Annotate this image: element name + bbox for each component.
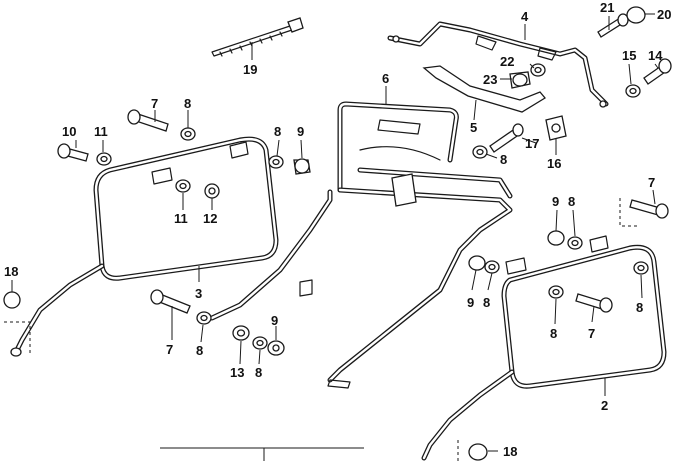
callout-3: 3 (195, 286, 202, 301)
callout-20: 20 (657, 7, 671, 22)
bolt-clamp-16-17 (472, 115, 567, 159)
callout-8-d: 8 (196, 343, 203, 358)
callout-7-c: 7 (648, 175, 655, 190)
callout-8-f: 8 (636, 300, 643, 315)
callout-7-d: 7 (588, 326, 595, 341)
right-fasteners (457, 198, 669, 461)
callout-8-h: 8 (255, 365, 262, 380)
callout-21: 21 (600, 0, 614, 15)
leader-lines (11, 13, 659, 452)
callout-18-a: 18 (4, 264, 18, 279)
bolt-cap-20-21 (597, 6, 646, 38)
callout-9-a: 9 (297, 124, 304, 139)
callout-8-a: 8 (500, 152, 507, 167)
callout-19: 19 (243, 62, 257, 77)
callout-15: 15 (622, 48, 636, 63)
callout-8-c: 8 (274, 124, 281, 139)
callout-7-a: 7 (151, 96, 158, 111)
left-frame-part (10, 136, 279, 357)
callout-8-g: 8 (568, 194, 575, 209)
callout-labels: 20 21 4 22 23 19 15 14 6 5 17 8 16 7 8 1… (4, 0, 671, 459)
main-carrier-part (209, 101, 513, 389)
bolt-washer-14-15 (625, 58, 672, 98)
left-fasteners (3, 109, 311, 356)
callout-13: 13 (230, 365, 244, 380)
callout-10: 10 (62, 124, 76, 139)
callout-17: 17 (525, 136, 539, 151)
callout-4: 4 (521, 9, 529, 24)
callout-7-b: 7 (166, 342, 173, 357)
callout-11-b: 11 (174, 211, 188, 226)
callout-22: 22 (500, 54, 514, 69)
callout-11-a: 11 (94, 124, 108, 139)
cable-tie-part (211, 17, 304, 57)
callout-8-b: 8 (184, 96, 191, 111)
callout-14: 14 (648, 48, 663, 63)
callout-23: 23 (483, 72, 497, 87)
strap-plate-part (422, 65, 546, 113)
callout-9-c: 9 (467, 295, 474, 310)
callout-6: 6 (382, 71, 389, 86)
callout-9-b: 9 (271, 313, 278, 328)
callout-12: 12 (203, 211, 217, 226)
upper-bracket-part (387, 21, 609, 108)
callout-8-e: 8 (483, 295, 490, 310)
callout-9-d: 9 (552, 194, 559, 209)
callout-2: 2 (601, 398, 608, 413)
nut-washer-22-23 (509, 63, 546, 89)
callout-8-i: 8 (550, 326, 557, 341)
callout-16: 16 (547, 156, 561, 171)
callout-18-b: 18 (503, 444, 517, 459)
callout-5: 5 (470, 120, 477, 135)
right-frame-part (421, 235, 667, 461)
